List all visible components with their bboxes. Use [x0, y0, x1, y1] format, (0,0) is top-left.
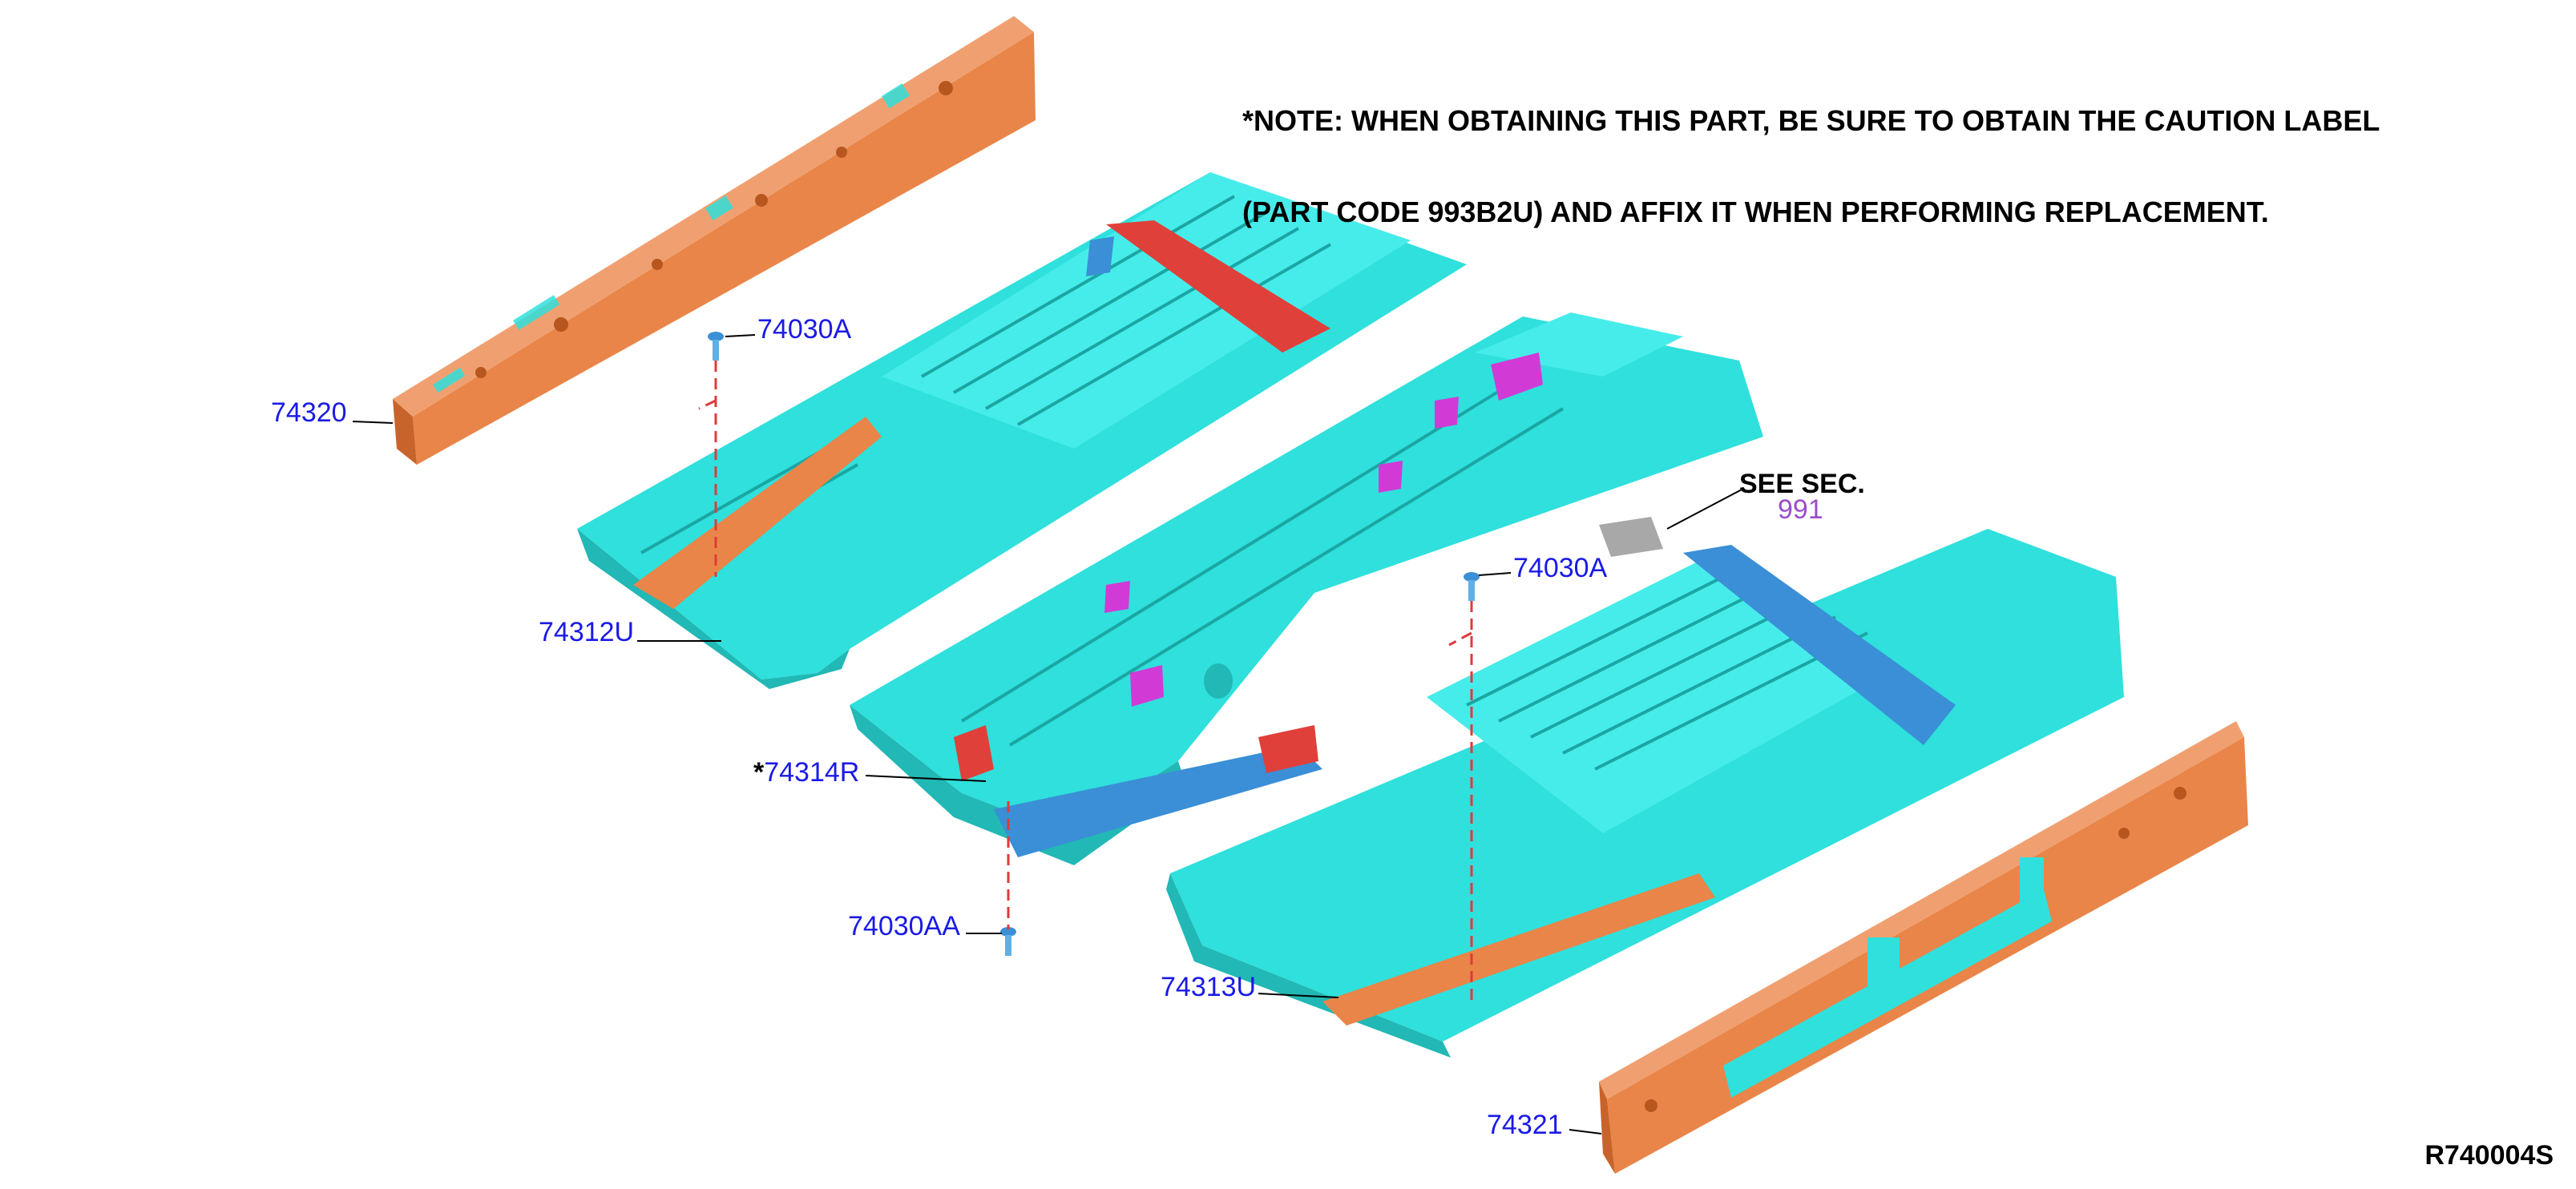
caution-note-line2: (PART CODE 993B2U) AND AFFIX IT WHEN PER… — [1242, 195, 2269, 228]
callout-74314R-label: 74314R — [764, 757, 860, 788]
side-sill-left-part[interactable] — [393, 16, 1036, 465]
see-section-label: SEE SEC. — [1739, 469, 1865, 499]
callout-leaders — [352, 334, 1744, 1135]
callout-74320[interactable]: 74320 — [271, 397, 347, 428]
bolt-74030AA[interactable] — [1000, 927, 1016, 956]
center-tunnel-panel-part[interactable] — [850, 312, 1763, 865]
diagram-reference-code: R740004S — [2425, 1140, 2554, 1171]
callout-74030A-mid[interactable]: 74030A — [1513, 553, 1608, 583]
callout-74312U[interactable]: 74312U — [539, 617, 635, 647]
caution-note-line1: *NOTE: WHEN OBTAINING THIS PART, BE SURE… — [1242, 104, 2380, 137]
see-section-link[interactable]: 991 — [1778, 494, 1823, 525]
install-leaders — [698, 361, 1473, 1002]
bolt-74030A-top[interactable] — [708, 332, 724, 361]
bolt-74030A-mid[interactable] — [1464, 572, 1480, 601]
floor-panel-right-part[interactable] — [1166, 529, 2124, 1058]
callout-74314R-asterisk: * — [753, 757, 765, 788]
callout-74321[interactable]: 74321 — [1487, 1110, 1563, 1140]
floor-panel-left-part[interactable] — [577, 172, 1467, 689]
callout-74314R[interactable]: *74314R — [753, 757, 859, 788]
callout-74030AA[interactable]: 74030AA — [848, 911, 960, 941]
callout-74313U[interactable]: 74313U — [1161, 972, 1257, 1002]
callout-74030A-top[interactable]: 74030A — [757, 314, 852, 345]
caution-note: *NOTE: WHEN OBTAINING THIS PART, BE SURE… — [1242, 45, 2380, 288]
side-sill-right-part[interactable] — [1599, 721, 2248, 1174]
caution-label-patch — [1599, 517, 1663, 557]
